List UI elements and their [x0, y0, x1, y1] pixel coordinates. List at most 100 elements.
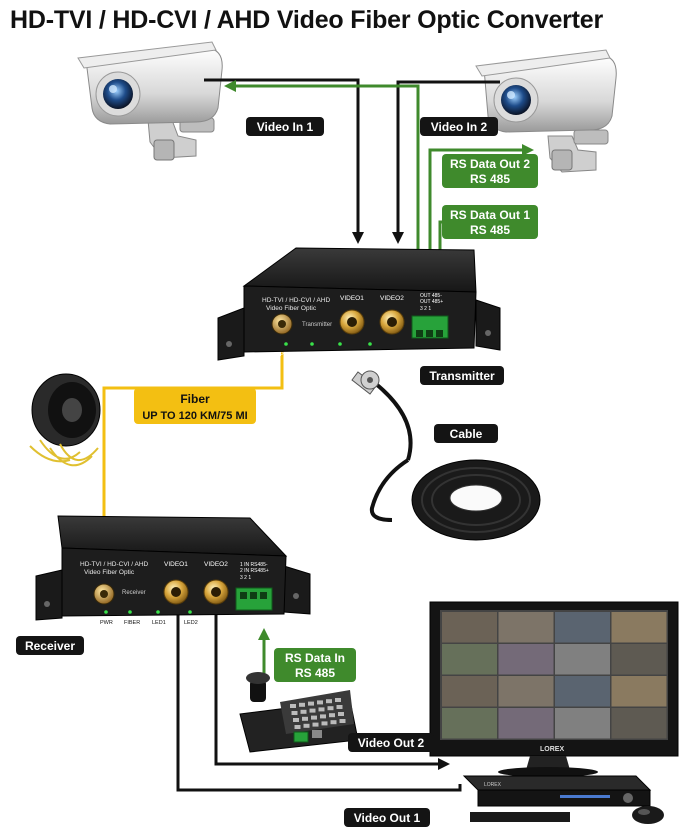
label-video-out-1: Video Out 1	[344, 808, 430, 827]
monitor-tile	[611, 708, 667, 739]
svg-text:Receiver: Receiver	[25, 639, 75, 653]
svg-text:Video Out 1: Video Out 1	[354, 811, 421, 825]
monitor-tile	[498, 676, 554, 707]
ptz-key	[321, 721, 328, 726]
transmitter-terminal-top: OUT 485-	[420, 293, 442, 299]
ptz-key	[291, 711, 298, 715]
svg-text:RS 485: RS 485	[470, 223, 510, 237]
transmitter-video1-label: VIDEO1	[340, 295, 364, 302]
rs-data-out-wire-left	[224, 80, 420, 330]
video-out-2-wire	[214, 606, 450, 770]
monitor-brand: LOREX	[540, 746, 564, 753]
monitor-tile	[611, 612, 667, 643]
svg-text:Fiber: Fiber	[180, 392, 210, 406]
ptz-key	[311, 715, 317, 720]
ptz-key	[329, 713, 335, 718]
ptz-key	[290, 704, 296, 708]
transmitter-front-line-1: HD-TVI / HD-CVI / AHD	[262, 297, 331, 304]
monitor-tile	[442, 644, 497, 675]
monitor-tile	[555, 612, 610, 643]
label-fiber: Fiber UP TO 120 KM/75 MI	[134, 388, 256, 424]
svg-text:RS Data Out 2: RS Data Out 2	[450, 157, 530, 171]
dvr-icon: LOREX	[462, 775, 652, 822]
ptz-key	[299, 702, 305, 707]
transmitter-led1-label: LED1	[332, 352, 346, 358]
ptz-key	[309, 708, 316, 713]
ptz-key	[330, 720, 337, 725]
transmitter-device: HD-TVI / HD-CVI / AHD Video Fiber Optic …	[217, 247, 501, 361]
svg-text:Video Out 2: Video Out 2	[358, 736, 425, 750]
label-transmitter: Transmitter	[420, 366, 504, 385]
label-cable: Cable	[434, 424, 498, 443]
ptz-key	[302, 716, 308, 721]
diagram-title: HD-TVI / HD-CVI / AHD Video Fiber Optic …	[10, 6, 604, 34]
video-out-1-wire	[176, 606, 462, 792]
ptz-key	[335, 698, 341, 702]
label-video-out-2: Video Out 2	[348, 733, 434, 752]
monitor-tile	[555, 644, 610, 675]
receiver-front-line-2: Video Fiber Optic	[84, 569, 135, 576]
ptz-key	[294, 725, 301, 729]
label-rs-data-out-2: RS Data Out 2 RS 485	[442, 154, 538, 188]
transmitter-led2-label: LED2	[364, 352, 378, 358]
receiver-video2-label: VIDEO2	[204, 561, 228, 568]
svg-text:UP TO 120 KM/75 MI: UP TO 120 KM/75 MI	[142, 410, 247, 422]
ptz-key	[338, 712, 344, 716]
transmitter-video2-label: VIDEO2	[380, 295, 404, 302]
monitor-tile	[442, 708, 497, 739]
svg-text:RS Data Out 1: RS Data Out 1	[450, 208, 530, 222]
receiver-terminal-mid: 2 IN RS485+	[240, 568, 269, 574]
ptz-key	[336, 705, 343, 709]
monitor-tile	[442, 676, 497, 707]
fiber-reel-icon	[29, 373, 101, 467]
ptz-key	[312, 722, 319, 727]
label-video-in-1: Video In 1	[246, 117, 324, 136]
label-rs-data-in: RS Data In RS 485	[274, 648, 356, 682]
camera-right-icon	[475, 49, 617, 173]
svg-text:Cable: Cable	[450, 427, 483, 441]
ptz-keyboard-icon	[239, 672, 359, 753]
receiver-pwr-label: PWR	[100, 620, 113, 626]
transmitter-terminal-mid: OUT 485+	[420, 299, 443, 305]
monitor-tile	[611, 644, 667, 675]
receiver-led2-label: LED2	[184, 620, 198, 626]
transmitter-terminal-nums: 3 2 1	[420, 306, 431, 312]
dvr-brand: LOREX	[484, 782, 502, 788]
receiver-mode-label: Receiver	[122, 590, 146, 596]
transmitter-mode-label: Transmitter	[302, 322, 332, 328]
monitor-icon: LOREX	[429, 601, 679, 777]
monitor-tile	[555, 676, 610, 707]
receiver-video1-label: VIDEO1	[164, 561, 188, 568]
receiver-front-line-1: HD-TVI / HD-CVI / AHD	[80, 561, 149, 568]
monitor-tile	[498, 612, 554, 643]
monitor-tile	[498, 708, 554, 739]
monitor-tile	[555, 708, 610, 739]
receiver-terminal-nums: 3 2 1	[240, 575, 251, 581]
ptz-key	[293, 718, 299, 722]
ptz-key	[318, 707, 325, 712]
ptz-key	[326, 699, 332, 704]
monitor-tile	[611, 676, 667, 707]
monitor-tile	[442, 612, 497, 643]
label-receiver: Receiver	[16, 636, 84, 655]
ptz-key	[300, 709, 307, 714]
label-video-in-2: Video In 2	[420, 117, 498, 136]
svg-text:Video In 2: Video In 2	[431, 120, 488, 134]
mouse-icon	[632, 806, 664, 824]
video-in-1-wire	[204, 78, 364, 244]
svg-text:RS Data In: RS Data In	[285, 651, 345, 665]
ptz-key	[303, 723, 310, 728]
svg-text:Transmitter: Transmitter	[429, 369, 495, 383]
receiver-device: HD-TVI / HD-CVI / AHD Video Fiber Optic …	[35, 515, 311, 626]
transmitter-pwr-label: PWR	[280, 352, 293, 358]
ptz-key	[327, 706, 334, 711]
label-rs-data-out-1: RS Data Out 1 RS 485	[442, 205, 538, 239]
svg-text:RS 485: RS 485	[470, 172, 510, 186]
svg-text:Video In 1: Video In 1	[257, 120, 314, 134]
receiver-terminal-top: 1 IN RS485-	[240, 562, 268, 568]
camera-left-icon	[77, 41, 223, 161]
ptz-key	[320, 714, 326, 719]
ptz-key	[339, 719, 346, 723]
receiver-led1-label: LED1	[152, 620, 166, 626]
